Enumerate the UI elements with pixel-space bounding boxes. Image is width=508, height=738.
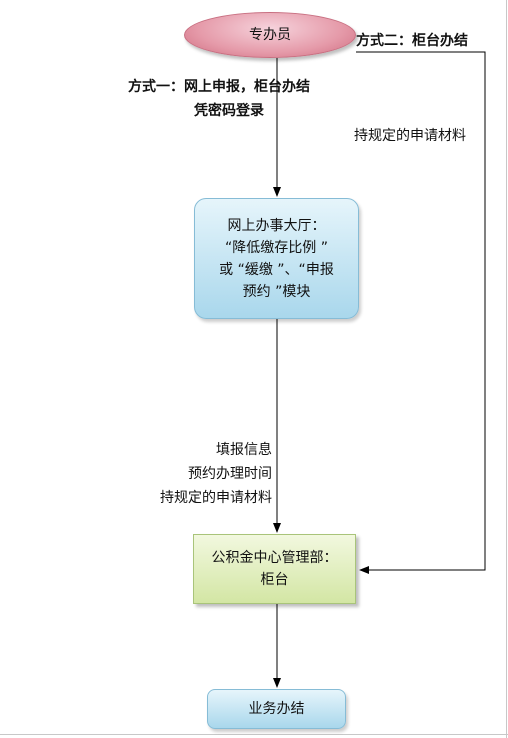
method-two-label: 方式二：柜台办结 [356,33,468,49]
start-node-clerk: 专办员 [184,12,356,58]
end-node: 业务办结 [207,689,346,729]
arrow-start-to-counter [356,51,486,574]
online-hall-line-1: 网上办事大厅： [227,217,326,234]
note-line-fill-info: 填报信息 [216,442,272,458]
frame-right-border [506,0,507,738]
method-one-line-1: 方式一：网上申报，柜台办结 [128,79,310,95]
method-one-line-2: 凭密码登录 [194,103,264,119]
online-hall-line-3: 或 “缓缴 ”、“申报 [219,261,334,278]
note-line-appointment-time: 预约办理时间 [188,466,272,482]
counter-text: 公积金中心管理部： 柜台 [212,547,338,591]
frame-bottom-border [0,734,508,735]
online-hall-line-4: 预约 ”模块 [242,283,311,300]
online-to-counter-note: 填报信息 预约办理时间 持规定的申请材料 [140,438,272,510]
online-hall-line-2: “降低缴存比例 ” [225,239,328,256]
counter-line-2: 柜台 [260,572,289,588]
online-hall-node: 网上办事大厅： “降低缴存比例 ” 或 “缓缴 ”、“申报 预约 ”模块 [194,198,359,319]
counter-line-1: 公积金中心管理部： [211,550,338,566]
end-node-label: 业务办结 [248,701,305,717]
counter-node: 公积金中心管理部： 柜台 [193,534,356,604]
note-line-required-materials: 持规定的申请材料 [160,490,272,506]
method-one-label: 方式一：网上申报，柜台办结 凭密码登录 [128,75,310,123]
method-two-note: 持规定的申请材料 [354,128,466,144]
online-hall-text: 网上办事大厅： “降低缴存比例 ” 或 “缓缴 ”、“申报 预约 ”模块 [219,215,334,303]
start-node-label: 专办员 [249,27,291,43]
